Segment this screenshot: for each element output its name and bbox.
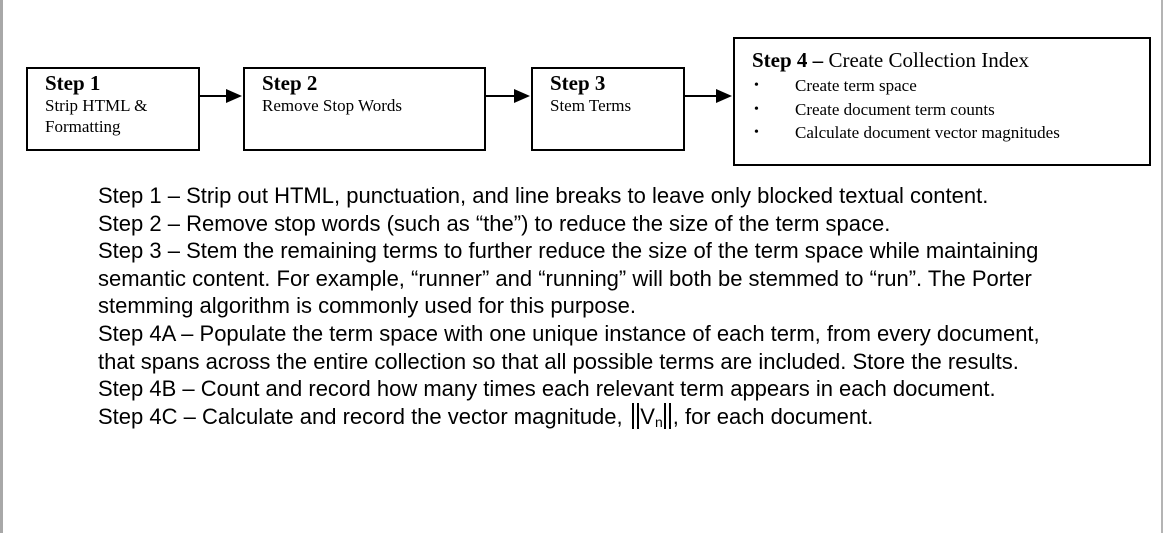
step-4-title-rest: Create Collection Index bbox=[823, 48, 1030, 72]
vector-symbol: V bbox=[640, 403, 655, 429]
bullet-icon: • bbox=[754, 125, 759, 140]
step-4c-prefix: Step 4C – Calculate and record the vecto… bbox=[98, 403, 629, 429]
arrow-1-to-2 bbox=[200, 89, 242, 103]
step-3-body: Stem Terms bbox=[550, 96, 632, 115]
step-2-box: Step 2 Remove Stop Words bbox=[243, 67, 486, 151]
step-4-list: • Create term space • Create document term… bbox=[752, 74, 1149, 145]
step-4-item-label: Create document term counts bbox=[795, 99, 995, 119]
step-1-box: Step 1 Strip HTML & Formatting bbox=[26, 67, 200, 151]
arrow-3-to-4 bbox=[685, 89, 732, 103]
step-4c-suffix: , for each document. bbox=[672, 403, 874, 429]
step-4-title-bold: Step 4 – bbox=[752, 48, 824, 72]
step-4-box: Step 4 – Create Collection Index • Create… bbox=[733, 37, 1151, 166]
step-4-item: • Create document term counts bbox=[752, 98, 1149, 122]
norm-bar-icon bbox=[636, 402, 639, 429]
bullet-icon: • bbox=[754, 78, 759, 93]
step-3-box: Step 3 Stem Terms bbox=[531, 67, 685, 151]
description-step-2: Step 2 – Remove stop words (such as “the… bbox=[98, 210, 891, 236]
step-1-body: Strip HTML & Formatting bbox=[45, 96, 148, 136]
step-3-title: Step 3 bbox=[550, 71, 606, 95]
step-4-item: • Calculate document vector magnitudes bbox=[752, 121, 1149, 145]
norm-bar-icon bbox=[664, 402, 667, 429]
step-4-item-label: Calculate document vector magnitudes bbox=[795, 123, 1060, 142]
norm-bar-icon bbox=[631, 402, 634, 429]
description-step-4c: Step 4C – Calculate and record the vecto… bbox=[98, 402, 1058, 437]
description-step-3: Step 3 – Stem the remaining terms to fur… bbox=[98, 238, 1039, 319]
description-step-4a: Step 4A – Populate the term space with o… bbox=[98, 320, 1040, 374]
arrow-2-to-3 bbox=[486, 89, 530, 103]
step-1-title: Step 1 bbox=[45, 71, 101, 95]
step-4-title: Step 4 – Create Collection Index bbox=[752, 48, 1149, 72]
norm-bar-icon bbox=[669, 402, 672, 429]
step-2-title: Step 2 bbox=[262, 71, 318, 95]
description-step-4b: Step 4B – Count and record how many time… bbox=[98, 376, 996, 402]
step-4-item: • Create term space bbox=[752, 74, 1149, 98]
description-text: Step 1 – Strip out HTML, punctuation, an… bbox=[98, 182, 1058, 436]
step-4-item-label: Create term space bbox=[795, 76, 917, 95]
left-border bbox=[0, 0, 3, 533]
step-2-body: Remove Stop Words bbox=[262, 96, 402, 115]
description-step-1: Step 1 – Strip out HTML, punctuation, an… bbox=[98, 183, 989, 208]
bullet-icon: • bbox=[754, 101, 759, 117]
vector-subscript: n bbox=[654, 413, 663, 430]
right-border bbox=[1161, 0, 1163, 533]
